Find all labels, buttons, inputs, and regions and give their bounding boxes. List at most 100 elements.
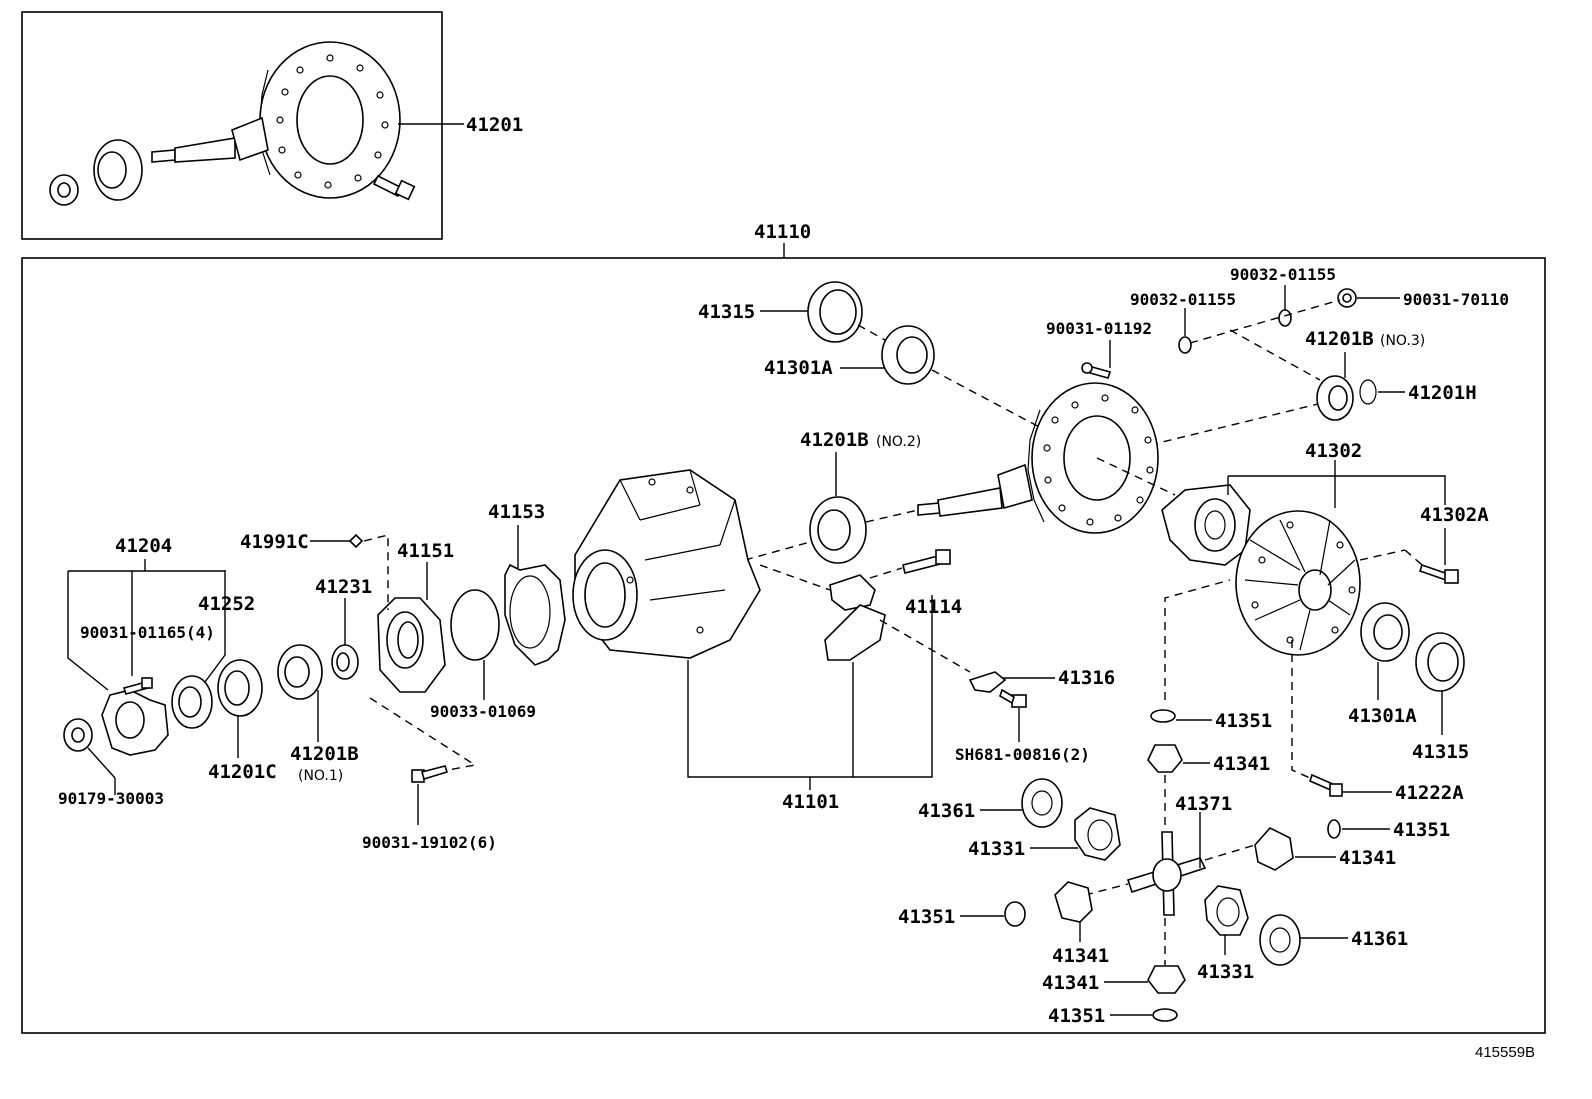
label-90032-01155-a: 90032-01155 — [1130, 290, 1236, 309]
pinion-gear-41341-a — [1147, 744, 1183, 773]
label-41341-c: 41341 — [1052, 945, 1109, 967]
label-41315-top: 41315 — [698, 301, 755, 323]
label-41114: 41114 — [905, 596, 962, 618]
label-90031-01192: 90031-01192 — [1046, 319, 1152, 338]
label-no3: (NO.3) — [1380, 333, 1425, 349]
bearing-41201C — [217, 659, 263, 717]
inset-frame — [21, 11, 443, 240]
label-90033-01069: 90033-01069 — [430, 702, 536, 721]
label-41316: 41316 — [1058, 667, 1115, 689]
main-frame — [21, 257, 1546, 1034]
label-41153: 41153 — [488, 501, 545, 523]
washer-90032-01155-b — [1278, 309, 1292, 327]
bolt-SH681-00816 — [999, 688, 1027, 708]
bearing-41201B-no2 — [809, 496, 867, 564]
gasket-41153 — [504, 563, 566, 666]
ring-pinion-set-illustration — [49, 41, 416, 206]
bearing-41201B-no3 — [1316, 375, 1354, 421]
label-41331-b: 41331 — [1197, 961, 1254, 983]
label-no1: (NO.1) — [298, 768, 343, 784]
label-41302: 41302 — [1305, 440, 1362, 462]
label-41361-b: 41361 — [1351, 928, 1408, 950]
label-SH681-00816: SH681-00816(2) — [955, 745, 1090, 764]
bolt-41302A — [1418, 563, 1459, 584]
pinion-gear-41341-c — [1054, 881, 1093, 923]
label-41222A: 41222A — [1395, 782, 1464, 804]
label-41201B-no1: 41201B — [290, 743, 359, 765]
label-41331-a: 41331 — [968, 838, 1025, 860]
label-41351-b: 41351 — [1393, 819, 1450, 841]
bearing-cup-41315-top — [807, 281, 863, 343]
label-41315-right: 41315 — [1412, 741, 1469, 763]
retainer-41151 — [377, 597, 446, 693]
label-41201-top: 41201 — [466, 114, 523, 136]
label-41301A-top: 41301A — [764, 357, 833, 379]
oil-seal-41252 — [171, 675, 213, 729]
bearing-cup-41315-right — [1415, 632, 1465, 692]
diff-case-left-41302 — [1161, 484, 1251, 566]
nut-90031-70110 — [1337, 288, 1357, 308]
label-41351-d: 41351 — [1048, 1005, 1105, 1027]
label-41341-a: 41341 — [1213, 753, 1270, 775]
bolt-90031-01165 — [122, 677, 153, 695]
bolt-90031-01192 — [1081, 362, 1112, 379]
label-90179-30003: 90179-30003 — [58, 789, 164, 808]
label-41302A: 41302A — [1420, 504, 1489, 526]
thrust-washer-41361-b — [1259, 914, 1301, 966]
pinion-shaft-main — [917, 463, 1033, 517]
thrust-washer-41361-a — [1021, 778, 1063, 828]
washer-41351-b — [1327, 819, 1341, 839]
label-41151: 41151 — [397, 540, 454, 562]
label-41252: 41252 — [198, 593, 255, 615]
label-41201C: 41201C — [208, 761, 277, 783]
bolt-90031-19102 — [411, 765, 449, 783]
pinion-gear-41341-b — [1254, 827, 1294, 871]
label-41231: 41231 — [315, 576, 372, 598]
label-41101: 41101 — [782, 791, 839, 813]
bearing-41301A-right — [1360, 602, 1410, 662]
snap-ring-41201H — [1359, 379, 1377, 405]
bracket-41316 — [968, 671, 1007, 693]
bolt-41222A — [1309, 773, 1343, 797]
label-41991C: 41991C — [240, 531, 309, 553]
label-41201B-no3: 41201B — [1305, 328, 1374, 350]
ring-gear-main — [1027, 382, 1159, 534]
bearing-cap-lower — [824, 604, 886, 661]
washer-41351-a — [1150, 709, 1176, 723]
diagram-reference-number: 415559B — [1475, 1044, 1535, 1061]
label-90031-01165: 90031-01165(4) — [80, 623, 215, 642]
bearing-cap-upper — [829, 574, 876, 611]
washer-41351-d — [1152, 1008, 1178, 1022]
nut-90179-30003 — [63, 718, 93, 752]
label-41351-c: 41351 — [898, 906, 955, 928]
label-no2: (NO.2) — [876, 434, 921, 450]
label-41371: 41371 — [1175, 793, 1232, 815]
label-90032-01155-b: 90032-01155 — [1230, 265, 1336, 284]
washer-41351-c — [1004, 901, 1026, 927]
washer-90032-01155-a — [1178, 336, 1192, 354]
label-41201H: 41201H — [1408, 382, 1477, 404]
bolt-41114 — [902, 549, 951, 574]
label-41341-d: 41341 — [1042, 972, 1099, 994]
label-41110: 41110 — [754, 221, 811, 243]
spacer-41231 — [331, 644, 359, 680]
label-41361-a: 41361 — [918, 800, 975, 822]
label-41341-b: 41341 — [1339, 847, 1396, 869]
label-90031-70110: 90031-70110 — [1403, 290, 1509, 309]
companion-flange-41204 — [101, 689, 169, 756]
o-ring-90033-01069 — [450, 589, 500, 661]
bearing-41201B-no1 — [277, 644, 323, 700]
carrier-housing-41101 — [572, 469, 761, 659]
bearing-41301A-top — [881, 325, 935, 385]
side-gear-41331-a — [1074, 807, 1121, 861]
pinion-gear-41341-d — [1147, 965, 1186, 994]
label-90031-19102: 90031-19102(6) — [362, 833, 497, 852]
side-gear-41331-b — [1204, 885, 1249, 936]
label-41301A-right: 41301A — [1348, 705, 1417, 727]
shim-41991C — [348, 533, 364, 549]
label-41351-a: 41351 — [1215, 710, 1272, 732]
label-41201B-no2: 41201B — [800, 429, 869, 451]
diff-case-right-41302 — [1235, 510, 1361, 656]
label-41204: 41204 — [115, 535, 172, 557]
